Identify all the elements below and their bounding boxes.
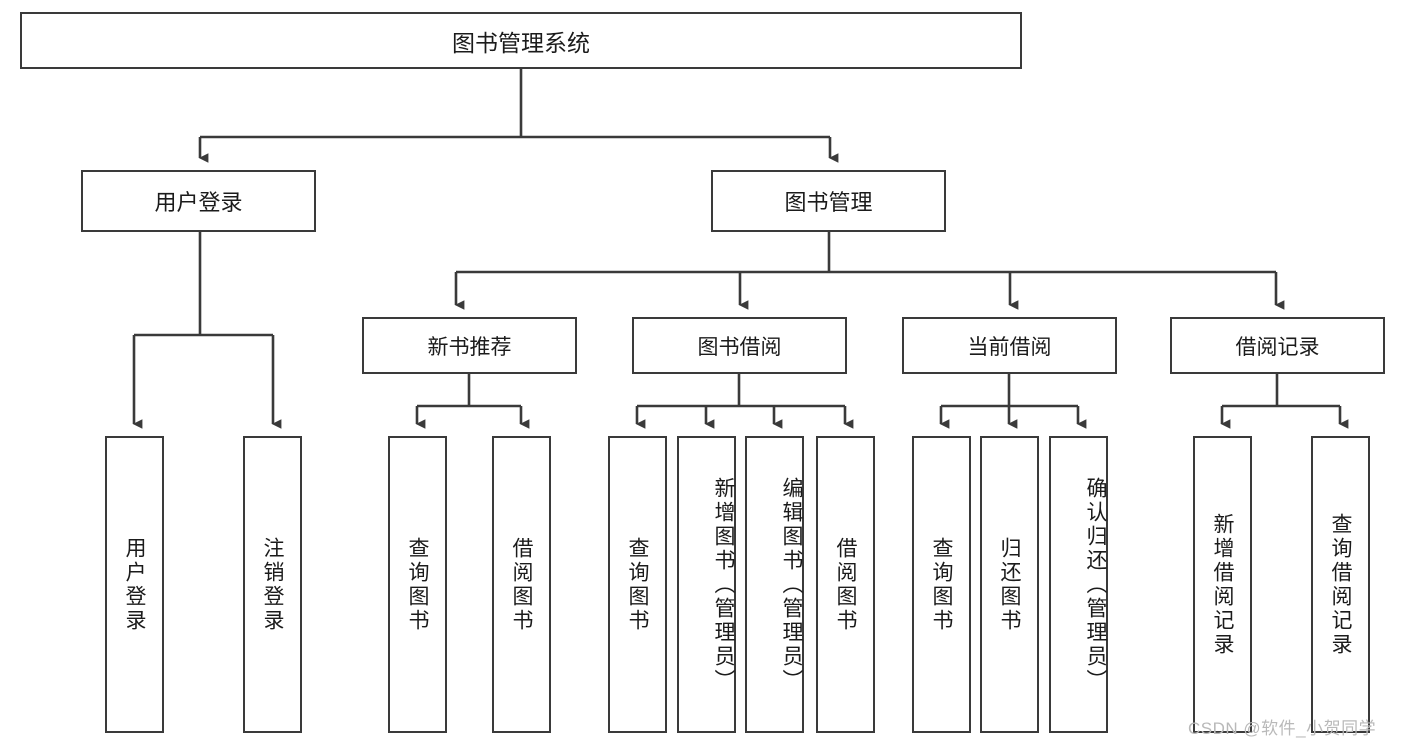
csdn-watermark: CSDN @软件_小贺同学 [1188, 719, 1377, 738]
node-book-borrow-label: 图书借阅 [697, 335, 782, 359]
node-leaf-add-record-label: 新增借阅记录 [1211, 512, 1234, 657]
node-leaf-logout-label: 注销登录 [261, 536, 284, 633]
node-leaf-query-book-2[interactable]: 查询图书 [608, 436, 667, 733]
node-new-book-recommend-label: 新书推荐 [427, 335, 512, 359]
node-root[interactable]: 图书管理系统 [20, 12, 1022, 69]
node-leaf-borrow-book-2[interactable]: 借阅图书 [816, 436, 875, 733]
node-leaf-borrow-book-2-label: 借阅图书 [834, 536, 857, 633]
node-root-label: 图书管理系统 [452, 29, 590, 56]
node-leaf-add-book-label: 新增图书（管理员） [712, 476, 735, 693]
node-leaf-query-book-3[interactable]: 查询图书 [912, 436, 971, 733]
node-leaf-borrow-book-1[interactable]: 借阅图书 [492, 436, 551, 733]
node-new-book-recommend[interactable]: 新书推荐 [362, 317, 577, 374]
node-leaf-user-login[interactable]: 用户登录 [105, 436, 164, 733]
node-leaf-borrow-book-1-label: 借阅图书 [510, 536, 533, 633]
node-leaf-user-login-label: 用户登录 [123, 536, 146, 633]
node-book-management-label: 图书管理 [784, 190, 873, 215]
node-leaf-return-book-label: 归还图书 [998, 536, 1021, 633]
node-book-borrow[interactable]: 图书借阅 [632, 317, 847, 374]
node-user-login[interactable]: 用户登录 [81, 170, 316, 232]
node-leaf-query-record[interactable]: 查询借阅记录 [1311, 436, 1370, 733]
node-leaf-return-book[interactable]: 归还图书 [980, 436, 1039, 733]
node-borrow-record[interactable]: 借阅记录 [1170, 317, 1385, 374]
node-leaf-confirm-return[interactable]: 确认归还（管理员） [1049, 436, 1108, 733]
node-current-borrow-label: 当前借阅 [967, 335, 1052, 359]
node-leaf-add-record[interactable]: 新增借阅记录 [1193, 436, 1252, 733]
node-leaf-confirm-return-label: 确认归还（管理员） [1084, 476, 1107, 693]
node-leaf-edit-book-label: 编辑图书（管理员） [780, 476, 803, 693]
node-leaf-logout[interactable]: 注销登录 [243, 436, 302, 733]
node-user-login-label: 用户登录 [154, 190, 243, 215]
node-leaf-add-book[interactable]: 新增图书（管理员） [677, 436, 736, 733]
node-leaf-edit-book[interactable]: 编辑图书（管理员） [745, 436, 804, 733]
node-leaf-query-record-label: 查询借阅记录 [1329, 512, 1352, 657]
node-leaf-query-book-1[interactable]: 查询图书 [388, 436, 447, 733]
node-leaf-query-book-2-label: 查询图书 [626, 536, 649, 633]
node-current-borrow[interactable]: 当前借阅 [902, 317, 1117, 374]
node-leaf-query-book-1-label: 查询图书 [406, 536, 429, 633]
node-borrow-record-label: 借阅记录 [1235, 335, 1320, 359]
node-leaf-query-book-3-label: 查询图书 [930, 536, 953, 633]
node-book-management[interactable]: 图书管理 [711, 170, 946, 232]
